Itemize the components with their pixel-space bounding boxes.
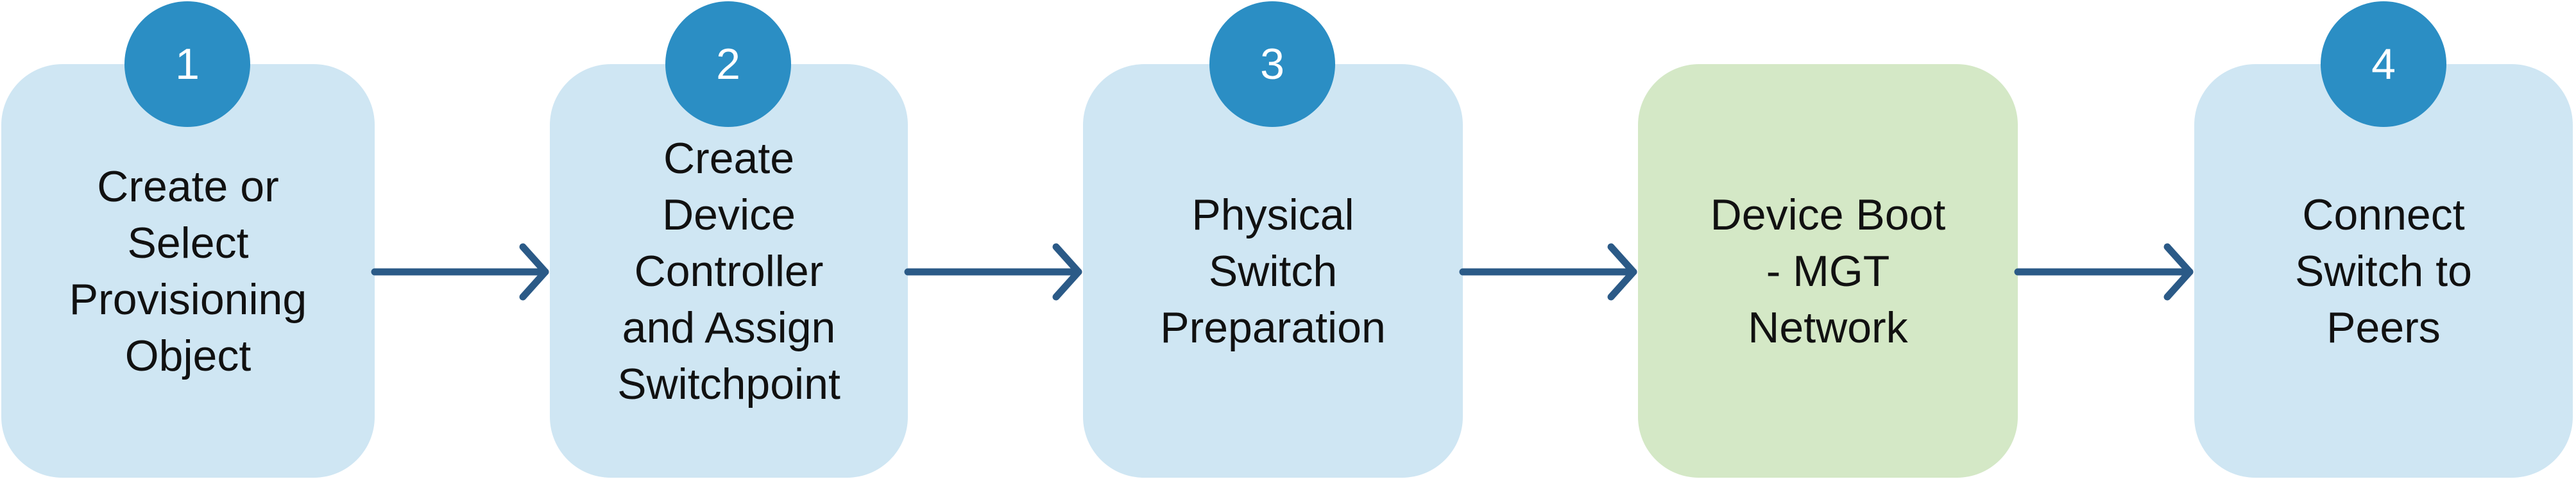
step-1-number-badge: 1 bbox=[124, 1, 250, 127]
step-4-box: Connect Switch to Peers bbox=[2194, 64, 2573, 478]
arrow-3-to-boot bbox=[1459, 243, 1637, 301]
step-device-boot-label: Device Boot - MGT Network bbox=[1710, 190, 1946, 352]
step-3-label: Physical Switch Preparation bbox=[1160, 190, 1386, 352]
step-1-label: Create or Select Provisioning Object bbox=[69, 162, 307, 380]
step-2-label: Create Device Controller and Assign Swit… bbox=[617, 133, 840, 408]
step-2-box: Create Device Controller and Assign Swit… bbox=[550, 64, 908, 478]
step-4-number-badge: 4 bbox=[2321, 1, 2446, 127]
step-device-boot-box: Device Boot - MGT Network bbox=[1638, 64, 2018, 478]
arrow-1-to-2 bbox=[371, 243, 549, 301]
arrow-2-to-3 bbox=[904, 243, 1082, 301]
step-5-label: Connect Switch to Peers bbox=[2295, 190, 2472, 352]
step-1-box: Create or Select Provisioning Object bbox=[1, 64, 375, 478]
step-2-number-badge: 2 bbox=[665, 1, 791, 127]
arrow-boot-to-4 bbox=[2014, 243, 2194, 301]
step-3-box: Physical Switch Preparation bbox=[1083, 64, 1463, 478]
step-3-number-badge: 3 bbox=[1209, 1, 1335, 127]
